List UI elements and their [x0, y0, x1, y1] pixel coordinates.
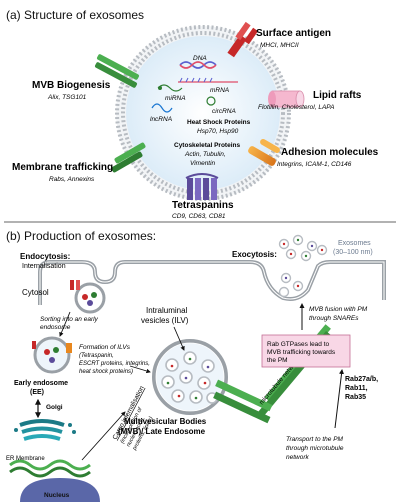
dna-label: DNA — [193, 55, 207, 62]
er-membrane — [9, 459, 91, 478]
multivesicular-body — [152, 339, 228, 415]
endocytosis-title: Endocytosis: — [20, 252, 70, 261]
exosomes-line2: (30–100 nm) — [333, 249, 373, 256]
er-membrane-label: ER Membrane — [6, 456, 45, 462]
membrane-trafficking-icon — [111, 142, 146, 173]
early-endosome-line1: Early endosome — [14, 380, 68, 387]
hsp-items: Hsp70, Hsp90 — [197, 128, 239, 135]
mirna-label: miRNA — [165, 95, 186, 102]
exosome-vesicle — [115, 25, 291, 201]
mirna-icon — [157, 84, 183, 92]
surface-antigen-icon — [227, 21, 259, 58]
rab-list-line1: Rab27a/b, — [345, 376, 378, 383]
rab-list-line2: Rab11, — [345, 385, 368, 392]
ilv-line2: vesicles (ILV) — [141, 316, 189, 325]
mrna-icon — [178, 77, 238, 83]
lipid-rafts-items: Flotillin, Cholesterol, LAPA — [258, 104, 334, 111]
ilv-formation-line4: heat shock proteins) — [79, 369, 133, 375]
ilv-formation-line3: ESCRT proteins, integrins, — [79, 361, 150, 367]
rab-gtpase-box — [261, 334, 351, 368]
arrow-cargo-int — [81, 411, 126, 461]
ilv-formation-line2: (Tetraspanin, — [79, 353, 114, 359]
mrna-label: mRNA — [210, 87, 229, 94]
mvb-line2: (MVB)/ Late Endosome — [118, 427, 206, 436]
cyto-title: Cytoskeletal Proteins — [174, 142, 240, 149]
cytosol-label: Cytosol — [22, 288, 49, 297]
mvb-biogenesis-items: Alix, TSG101 — [47, 94, 87, 101]
arrow-sorting — [59, 311, 71, 337]
arrow-ee-to-mvb — [129, 365, 151, 374]
surface-antigen-title: Surface antigen — [256, 28, 331, 39]
mvb-line1: Multivesicular Bodies — [124, 417, 207, 426]
panel-a-title: (a) Structure of exosomes — [6, 8, 144, 22]
sorting-line2: endosome — [40, 324, 71, 331]
nucleus-label: Nucleus — [44, 492, 70, 499]
sorting-line1: Sorting into an early — [40, 316, 99, 323]
adhesion-title: Adhesion molecules — [281, 147, 379, 158]
ilv-line1: Intraluminal — [146, 306, 188, 315]
rab-box-line1: Rab GTPases lead to — [267, 341, 330, 348]
panel-b-title: (b) Production of exosomes: — [6, 229, 156, 243]
lncrna-label: lncRNA — [150, 116, 172, 123]
fusion-line2: through SNAREs — [309, 315, 359, 322]
early-endosome-line2: (EE) — [30, 389, 44, 396]
adhesion-items: Integrins, ICAM-1, CD146 — [277, 161, 352, 168]
circrna-icon — [206, 96, 216, 106]
mvb-biogenesis-icon — [94, 54, 140, 88]
golgi-label: Golgi — [46, 404, 63, 411]
arrow-ilv — [173, 326, 185, 351]
tetraspanin-icon — [185, 173, 219, 200]
tetraspanins-title: Tetraspanins — [172, 200, 234, 211]
hsp-title: Heat Shock Proteins — [187, 119, 251, 126]
membrane-trafficking-title: Membrane trafficking — [12, 162, 113, 173]
dna-helix-icon — [179, 61, 217, 69]
receptor-icon — [70, 280, 80, 290]
ilv-formation-line1: Formation of ILVs — [79, 344, 131, 351]
rab-box-line2: MVB trafficking towards — [267, 349, 336, 356]
lipid-rafts-title: Lipid rafts — [313, 90, 362, 101]
golgi-apparatus — [14, 419, 76, 441]
transport-line2: through microtubule — [286, 445, 344, 452]
exosome-cargo-dots — [282, 238, 324, 288]
fusion-line1: MVB fusion with PM — [309, 306, 368, 313]
rab-list-line3: Rab35 — [345, 394, 366, 401]
rab-box-line3: the PM — [267, 357, 288, 364]
surface-antigen-items: MHCI, MHCII — [260, 42, 299, 49]
transport-line3: network — [286, 454, 310, 461]
cyto-line2: Vimentin — [190, 160, 216, 167]
lncrna-icon — [151, 103, 173, 113]
early-endosome — [32, 336, 72, 374]
cyto-line1: Actin, Tubulin, — [184, 151, 226, 158]
tetraspanins-items: CD9, CD63, CD81 — [172, 213, 226, 220]
released-exosomes — [278, 234, 328, 298]
membrane-trafficking-items: Rabs, Annexins — [49, 176, 95, 183]
nucleus — [20, 478, 100, 502]
transport-line1: Transport to the PM — [286, 436, 344, 443]
endocytosis-sub: Internalisation — [22, 263, 66, 270]
endocytosed-vesicle — [74, 282, 106, 314]
mvb-biogenesis-title: MVB Biogenesis — [32, 80, 111, 91]
arrow-transport — [334, 369, 345, 429]
adhesion-molecule-icon — [248, 139, 280, 166]
circrna-label: circRNA — [212, 108, 236, 115]
lipid-raft-icon — [268, 90, 305, 108]
exocytosis-label: Exocytosis: — [232, 250, 277, 259]
exosomes-line1: Exosomes — [338, 240, 371, 247]
